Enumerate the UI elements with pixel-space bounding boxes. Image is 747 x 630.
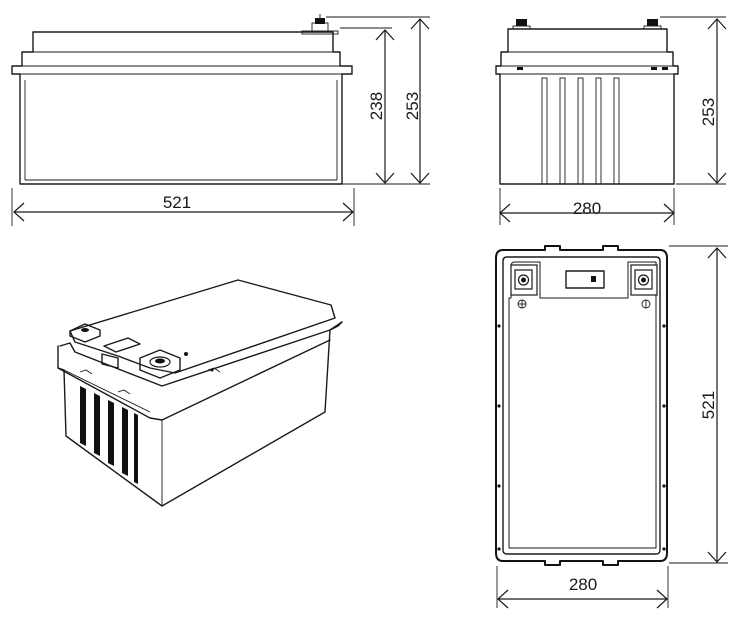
top-view: 521 280: [495, 245, 728, 609]
side-height-total-label: 253: [699, 98, 718, 126]
top-view-dots: [497, 324, 666, 551]
front-view: 238 253 521: [11, 14, 430, 226]
positive-symbol: [517, 299, 527, 309]
front-height-total-label: 253: [403, 92, 422, 120]
side-width-label: 280: [573, 199, 601, 218]
top-length-label: 521: [699, 391, 718, 419]
front-height-body-label: 238: [367, 92, 386, 120]
front-length-label: 521: [163, 193, 191, 212]
isometric-view: [57, 279, 343, 507]
side-ribs: [541, 77, 620, 185]
side-view: 253 280: [495, 16, 727, 225]
negative-symbol: [641, 299, 651, 309]
iso-ribs: [80, 386, 138, 484]
top-width-label: 280: [569, 575, 597, 594]
